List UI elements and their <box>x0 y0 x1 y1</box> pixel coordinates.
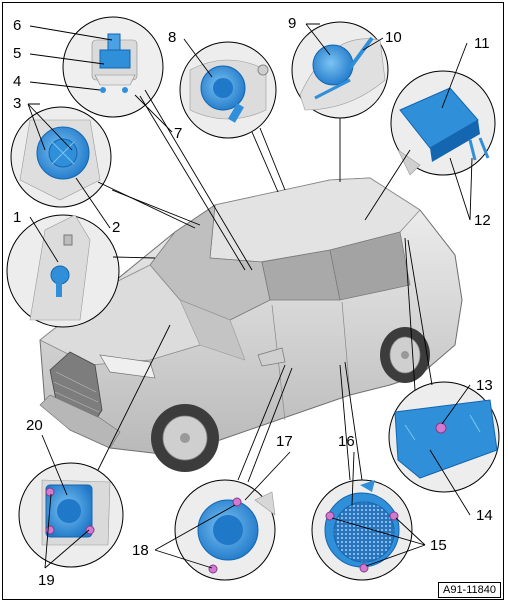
detail-interior-light <box>62 16 164 118</box>
callout-3: 3 <box>13 95 22 112</box>
callout-7: 7 <box>174 125 183 142</box>
detail-door-speaker-17-18 <box>174 479 276 581</box>
callout-11: 11 <box>474 35 490 52</box>
callout-16: 16 <box>338 433 355 450</box>
callout-13: 13 <box>476 377 493 394</box>
callout-5: 5 <box>13 45 22 62</box>
vehicle <box>39 177 463 472</box>
callout-4: 4 <box>13 73 22 90</box>
callout-19: 19 <box>38 572 55 589</box>
leader-lines <box>27 23 473 569</box>
callout-12: 12 <box>474 212 491 229</box>
detail-tweeter <box>291 21 389 119</box>
detail-rear-module <box>388 381 500 493</box>
callout-18: 18 <box>132 542 149 559</box>
callout-8: 8 <box>168 29 177 46</box>
detail-speaker-19-20 <box>18 462 124 568</box>
callout-6: 6 <box>13 17 22 34</box>
callout-10: 10 <box>385 29 402 46</box>
callout-17: 17 <box>276 433 293 450</box>
callout-2: 2 <box>112 219 121 236</box>
figure-frame <box>2 2 504 600</box>
figure-reference-label: A91-11840 <box>437 582 501 598</box>
callout-14: 14 <box>476 507 493 524</box>
detail-woofer-15-16 <box>311 479 413 581</box>
detail-amplifier <box>390 70 496 176</box>
detail-speaker-2-3 <box>10 106 112 208</box>
detail-dash-speaker <box>179 41 277 139</box>
detail-sensor-1 <box>6 214 120 328</box>
callout-9: 9 <box>288 15 297 32</box>
callout-1: 1 <box>13 209 22 226</box>
callout-20: 20 <box>26 417 43 434</box>
callout-15: 15 <box>430 537 447 554</box>
detail-views <box>6 16 500 581</box>
